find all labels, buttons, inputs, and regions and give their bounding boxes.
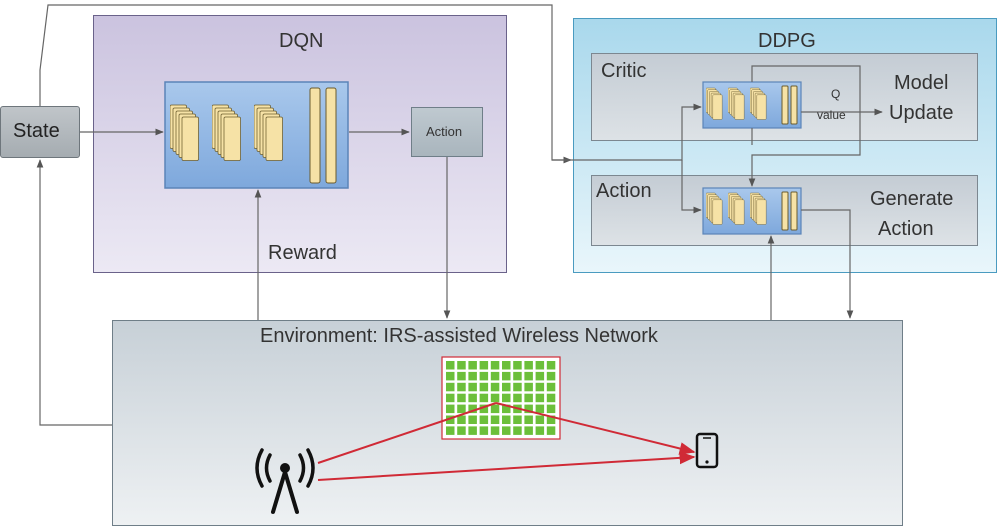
actor-label: Action bbox=[596, 180, 652, 202]
actor-network-icon bbox=[702, 187, 802, 235]
irs-element bbox=[446, 382, 455, 392]
irs-element bbox=[457, 404, 466, 414]
critic-network-icon bbox=[702, 81, 802, 129]
irs-element bbox=[457, 361, 466, 370]
antenna-icon bbox=[255, 448, 315, 514]
irs-element bbox=[535, 404, 545, 414]
irs-element bbox=[546, 415, 556, 424]
irs-element bbox=[468, 361, 477, 370]
irs-element bbox=[468, 415, 477, 424]
irs-element bbox=[479, 382, 489, 392]
irs-element bbox=[457, 371, 466, 381]
irs-element bbox=[502, 404, 511, 414]
connectors bbox=[36, 4, 883, 426]
irs-element bbox=[535, 382, 545, 392]
irs-element bbox=[490, 415, 500, 424]
irs-element bbox=[468, 404, 477, 414]
irs-element bbox=[468, 426, 477, 435]
irs-element bbox=[513, 361, 522, 370]
generate-label: Generate bbox=[870, 188, 954, 210]
irs-element bbox=[546, 382, 556, 392]
irs-element bbox=[446, 426, 455, 435]
dqn-action-label: Action bbox=[426, 124, 463, 139]
environment-title: Environment: IRS-assisted Wireless Netwo… bbox=[260, 325, 658, 347]
irs-element bbox=[502, 393, 511, 403]
irs-element bbox=[535, 361, 545, 370]
irs-element bbox=[524, 361, 533, 370]
irs-element bbox=[468, 371, 477, 381]
irs-element bbox=[535, 371, 545, 381]
irs-element bbox=[446, 371, 455, 381]
irs-element bbox=[490, 404, 500, 414]
irs-element bbox=[457, 382, 466, 392]
ddpg-title: DDPG bbox=[758, 30, 816, 52]
update-label: Update bbox=[889, 102, 954, 124]
irs-element bbox=[502, 371, 511, 381]
dqn-title: DQN bbox=[279, 30, 324, 52]
irs-element bbox=[490, 426, 500, 435]
irs-element bbox=[546, 393, 556, 403]
irs-element bbox=[468, 393, 477, 403]
irs-element bbox=[546, 371, 556, 381]
irs-element bbox=[457, 426, 466, 435]
generate-action-label: Action bbox=[878, 218, 934, 240]
irs-element bbox=[513, 415, 522, 424]
irs-element bbox=[479, 426, 489, 435]
irs-element bbox=[457, 415, 466, 424]
irs-element bbox=[502, 361, 511, 370]
irs-element bbox=[490, 361, 500, 370]
irs-panel-icon bbox=[441, 356, 561, 440]
signal-paths bbox=[317, 402, 696, 481]
irs-element bbox=[513, 371, 522, 381]
irs-element bbox=[513, 382, 522, 392]
irs-element bbox=[502, 382, 511, 392]
irs-element bbox=[446, 404, 455, 414]
irs-element bbox=[535, 426, 545, 435]
irs-element bbox=[490, 371, 500, 381]
state-box bbox=[0, 106, 80, 158]
irs-element bbox=[546, 404, 556, 414]
irs-element bbox=[546, 361, 556, 370]
irs-element bbox=[479, 393, 489, 403]
irs-element bbox=[490, 382, 500, 392]
irs-element bbox=[524, 426, 533, 435]
irs-element bbox=[468, 382, 477, 392]
state-label: State bbox=[13, 120, 60, 142]
irs-element bbox=[524, 404, 533, 414]
irs-element bbox=[513, 393, 522, 403]
irs-element bbox=[446, 415, 455, 424]
irs-element bbox=[546, 426, 556, 435]
model-label: Model bbox=[894, 72, 949, 94]
irs-element bbox=[524, 393, 533, 403]
irs-element bbox=[446, 361, 455, 370]
irs-element bbox=[524, 371, 533, 381]
irs-element bbox=[457, 393, 466, 403]
value-label: value bbox=[817, 108, 846, 122]
dqn-network-icon bbox=[164, 81, 349, 189]
irs-element bbox=[524, 415, 533, 424]
irs-element bbox=[535, 415, 545, 424]
q-label: Q bbox=[831, 87, 841, 101]
dqn-action-box bbox=[411, 107, 483, 157]
irs-element bbox=[502, 415, 511, 424]
irs-element bbox=[479, 371, 489, 381]
irs-element bbox=[535, 393, 545, 403]
smartphone-icon bbox=[695, 432, 719, 469]
irs-element bbox=[479, 361, 489, 370]
irs-element bbox=[490, 393, 500, 403]
irs-element bbox=[513, 426, 522, 435]
reward-label: Reward bbox=[268, 242, 337, 264]
irs-element bbox=[479, 404, 489, 414]
irs-element bbox=[446, 393, 455, 403]
irs-element bbox=[524, 382, 533, 392]
irs-element bbox=[502, 426, 511, 435]
irs-element bbox=[479, 415, 489, 424]
critic-label: Critic bbox=[601, 60, 647, 82]
